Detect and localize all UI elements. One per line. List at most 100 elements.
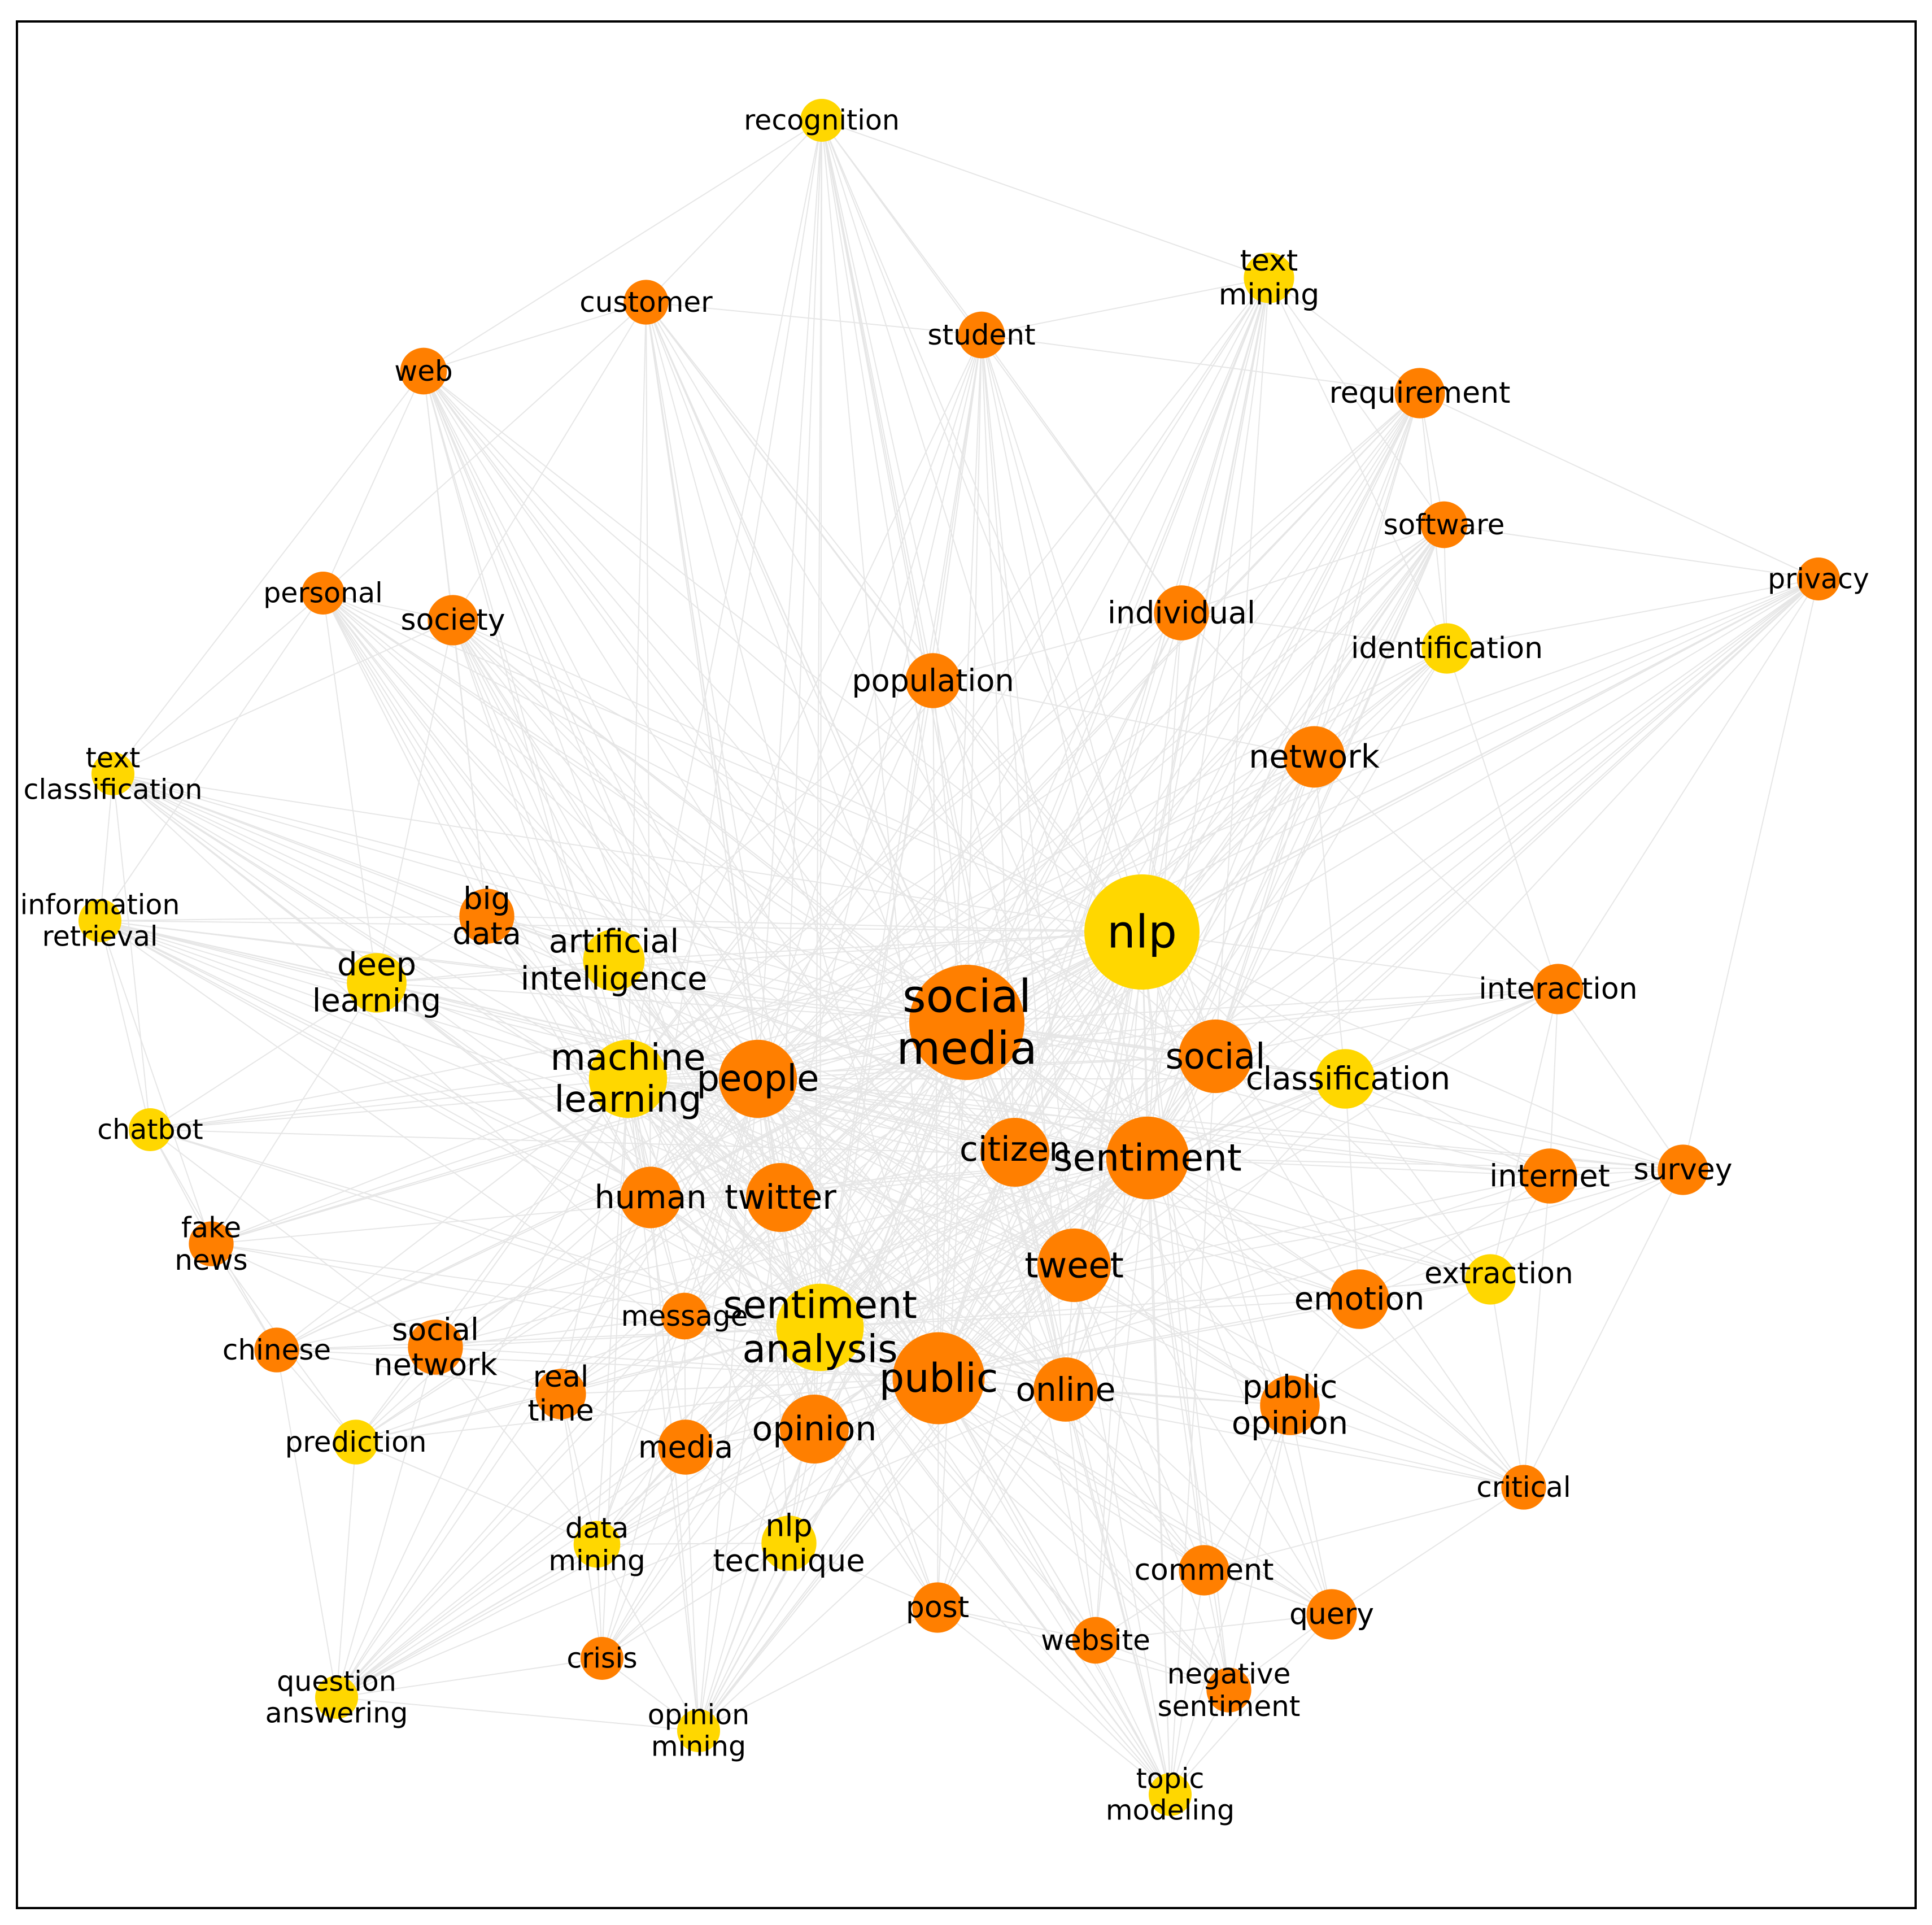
node-text-classification[interactable]: [91, 752, 135, 796]
node-real-time[interactable]: [535, 1369, 586, 1419]
node-query[interactable]: [1306, 1589, 1357, 1640]
node-public-opinion[interactable]: [1260, 1375, 1320, 1435]
node-privacy[interactable]: [1796, 557, 1841, 601]
node-question-answering[interactable]: [315, 1675, 359, 1719]
graph-edge: [650, 334, 982, 1198]
node-fake-news[interactable]: [189, 1221, 234, 1266]
graph-edge: [452, 620, 815, 1430]
graph-edge: [150, 1078, 629, 1130]
node-text-mining[interactable]: [1244, 252, 1294, 303]
node-human[interactable]: [620, 1166, 682, 1229]
node-emotion[interactable]: [1329, 1269, 1389, 1329]
node-message[interactable]: [661, 1292, 708, 1340]
node-big-data[interactable]: [459, 889, 514, 944]
graph-edge: [981, 334, 1075, 1266]
graph-edge: [112, 773, 1075, 1266]
node-label-data-mining: data: [565, 1512, 629, 1544]
graph-edge: [596, 1157, 1148, 1545]
node-customer[interactable]: [623, 280, 669, 325]
node-internet[interactable]: [1522, 1148, 1577, 1204]
node-crisis[interactable]: [580, 1636, 624, 1680]
node-interaction[interactable]: [1533, 964, 1584, 1014]
node-artificial-intelligence[interactable]: [583, 929, 645, 991]
node-topic-modeling[interactable]: [1148, 1772, 1192, 1817]
graph-edge: [1065, 1389, 1096, 1641]
node-network[interactable]: [1283, 726, 1345, 788]
graph-edge: [938, 988, 1559, 1379]
graph-edge: [355, 1022, 967, 1443]
node-web[interactable]: [400, 347, 447, 395]
node-extraction[interactable]: [1465, 1254, 1516, 1305]
node-critical[interactable]: [1501, 1465, 1546, 1510]
graph-edge: [423, 371, 1148, 1159]
label-layer: nlpsocialmediasentimentanalysispublicmac…: [20, 104, 1869, 1827]
graph-edge: [99, 920, 151, 1130]
graph-edge: [757, 1078, 1524, 1488]
graph-edge: [1228, 1405, 1290, 1691]
node-sentiment-analysis[interactable]: [776, 1283, 864, 1371]
graph-edge: [276, 1349, 337, 1698]
graph-edge: [435, 1078, 629, 1348]
node-social-network[interactable]: [408, 1319, 463, 1375]
node-information-retrieval[interactable]: [78, 899, 122, 943]
graph-edge: [99, 920, 1066, 1390]
node-tweet[interactable]: [1037, 1228, 1111, 1303]
node-citizen[interactable]: [980, 1118, 1049, 1187]
node-personal[interactable]: [301, 571, 345, 615]
node-people[interactable]: [718, 1039, 797, 1118]
graph-edge: [336, 1056, 1216, 1698]
node-media[interactable]: [658, 1419, 713, 1475]
node-twitter[interactable]: [746, 1163, 815, 1232]
node-prediction[interactable]: [333, 1419, 378, 1465]
node-comment[interactable]: [1179, 1545, 1229, 1596]
node-chinese[interactable]: [254, 1327, 299, 1373]
node-data-mining[interactable]: [573, 1521, 621, 1568]
node-label-opinion-mining: opinion: [648, 1698, 749, 1731]
node-classification[interactable]: [1315, 1049, 1375, 1109]
graph-edge: [627, 334, 982, 1079]
node-negative-sentiment[interactable]: [1206, 1667, 1251, 1713]
node-label-message: message: [621, 1300, 748, 1332]
node-identification[interactable]: [1421, 623, 1472, 674]
node-social[interactable]: [1178, 1019, 1253, 1094]
graph-edge: [1215, 578, 1819, 1057]
node-software[interactable]: [1420, 501, 1468, 548]
node-nlp-technique[interactable]: [761, 1515, 817, 1571]
node-label-requirement: requirement: [1329, 376, 1511, 410]
node-recognition[interactable]: [800, 98, 844, 142]
node-deep-learning[interactable]: [347, 953, 407, 1013]
graph-edge: [757, 524, 1445, 1079]
node-student[interactable]: [958, 311, 1005, 359]
graph-edge: [423, 371, 1075, 1266]
node-individual[interactable]: [1154, 585, 1209, 641]
graph-edge: [1170, 1405, 1290, 1795]
graph-edge: [1014, 277, 1270, 1153]
node-label-deep-learning: deep: [337, 946, 416, 983]
node-survey[interactable]: [1658, 1144, 1708, 1195]
graph-edge: [99, 920, 1015, 1153]
node-machine-learning[interactable]: [588, 1039, 668, 1118]
node-opinion[interactable]: [780, 1395, 849, 1464]
node-chatbot[interactable]: [128, 1108, 172, 1152]
node-label-sentiment-analysis: sentiment: [723, 1283, 917, 1327]
node-opinion-mining[interactable]: [677, 1709, 721, 1753]
node-label-post: post: [906, 1591, 969, 1625]
node-label-tweet: tweet: [1024, 1245, 1124, 1286]
node-society[interactable]: [428, 595, 478, 646]
node-post[interactable]: [912, 1582, 963, 1633]
node-website[interactable]: [1072, 1617, 1119, 1664]
node-public[interactable]: [892, 1332, 985, 1425]
graph-edge: [112, 593, 324, 774]
node-online[interactable]: [1033, 1357, 1098, 1422]
node-requirement[interactable]: [1394, 368, 1445, 419]
graph-edge: [322, 593, 821, 1328]
node-social-media[interactable]: [909, 965, 1024, 1080]
graph-edge: [211, 1022, 967, 1244]
node-sentiment[interactable]: [1106, 1116, 1189, 1200]
graph-edge: [99, 920, 1075, 1266]
graph-edge: [757, 277, 1270, 1079]
graph-edge: [355, 1327, 821, 1443]
node-nlp[interactable]: [1084, 874, 1200, 990]
graph-edge: [938, 1378, 1332, 1615]
node-population[interactable]: [905, 653, 961, 708]
